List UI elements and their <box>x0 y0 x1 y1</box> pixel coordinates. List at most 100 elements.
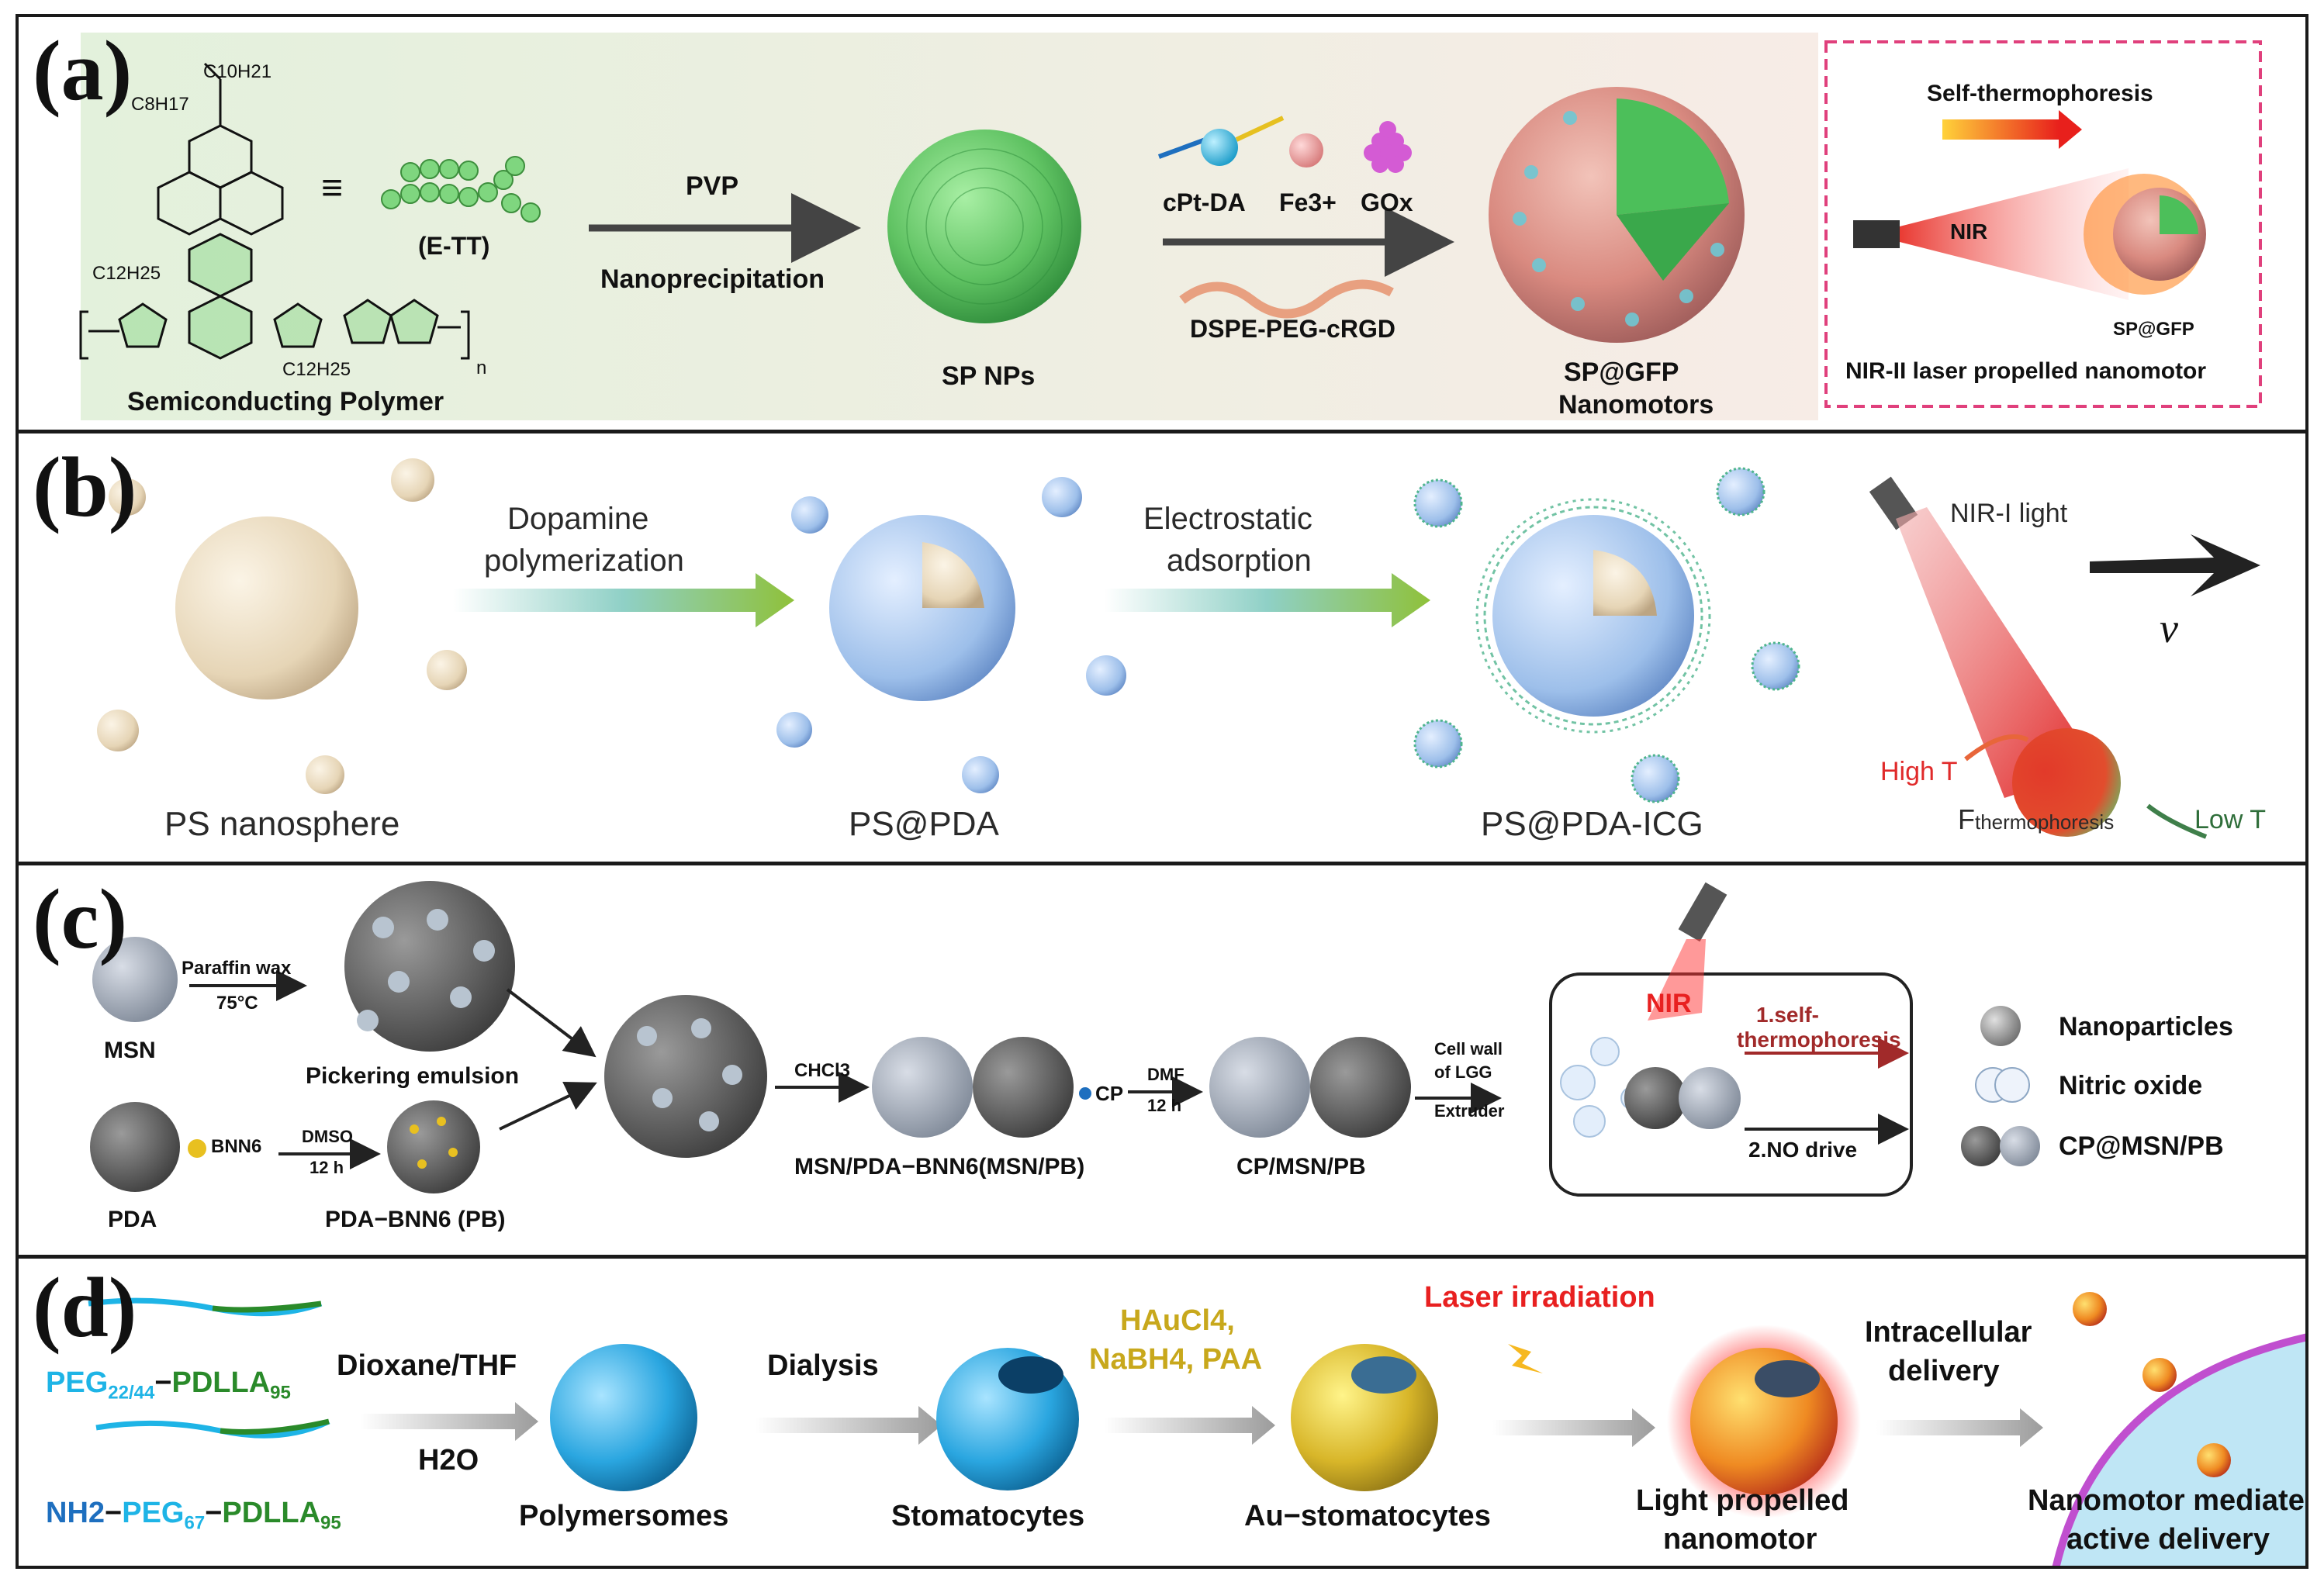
equiv-symbol: ≡ <box>321 168 344 209</box>
spgfp-caption-1: SP@GFP <box>1564 358 1679 387</box>
c-pda-bnn6: PDA−BNN6 (PB) <box>325 1207 506 1232</box>
arrow-dopamine <box>453 573 794 627</box>
c-self-thermo-1: 1.self- <box>1756 1003 1819 1027</box>
d-light-1: Light propelled <box>1636 1484 1849 1517</box>
d-dash1: − <box>154 1366 172 1399</box>
c-cellwall-2: of LGG <box>1434 1062 1492 1082</box>
laser-bolt <box>1508 1344 1543 1373</box>
arrow1-bottom: Nanoprecipitation <box>600 264 825 294</box>
caption-ps-nanosphere: PS nanosphere <box>164 805 400 843</box>
c-cellwall-3: Extruder <box>1434 1101 1505 1121</box>
c-legend-nitric: Nitric oxide <box>2059 1071 2203 1100</box>
polymersome-sphere <box>550 1344 697 1491</box>
high-t-label: High T <box>1880 757 1958 786</box>
inset-spgfp: SP@GFP <box>2113 319 2194 340</box>
reagent-gox: GOx <box>1361 188 1413 216</box>
d-intracellular-2: delivery <box>1888 1355 2000 1387</box>
d-stomatocytes: Stomatocytes <box>891 1500 1085 1532</box>
d-au-stomatocytes: Au−stomatocytes <box>1244 1500 1491 1532</box>
dopamine-line2: polymerization <box>484 544 684 578</box>
substituent-c10: C10H21 <box>203 61 272 82</box>
panel-c-label: (c) <box>33 872 128 966</box>
d-water: H2O <box>418 1444 479 1477</box>
d-dash3: − <box>205 1497 223 1529</box>
reagent-dspe: DSPE-PEG-cRGD <box>1190 315 1395 343</box>
d-peg-formula-1: PEG22/44−PDLLA95 <box>46 1366 291 1404</box>
panel-a: (a) C10H21 C8H17 C12H25 C12H25 n ≡ (E-TT… <box>16 14 2308 433</box>
arrow-electrostatic <box>1105 573 1430 627</box>
substituent-c12-right: C12H25 <box>282 359 351 380</box>
spgfp-caption-2: Nanomotors <box>1558 390 1714 420</box>
cell-membrane <box>2052 1333 2305 1566</box>
c-legend-cp: CP@MSN/PB <box>2059 1131 2224 1161</box>
d-intracellular-1: Intracellular <box>1865 1316 2032 1349</box>
laser-device <box>1853 220 1900 248</box>
cp-msn-pb-left <box>1209 1037 1310 1138</box>
cp-msn-pb-right <box>1310 1037 1411 1138</box>
polymer-structure <box>79 62 470 360</box>
legend-nanoparticle-icon <box>1980 1006 2021 1046</box>
inset-caption: NIR-II laser propelled nanomotor <box>1845 358 2207 384</box>
c-pda: PDA <box>108 1207 157 1232</box>
force-main: F <box>1958 803 1975 835</box>
c-bnn6: BNN6 <box>211 1136 262 1157</box>
panel-b: (b) Dopamine polymerization Electrostati… <box>16 430 2308 865</box>
panel-a-graphics <box>79 33 2262 420</box>
msn-pb-right <box>973 1037 1074 1138</box>
c-cellwall-1: Cell wall <box>1434 1039 1503 1059</box>
velocity-arrow <box>2090 534 2260 596</box>
panel-c-graphics <box>90 881 2040 1197</box>
caption-ps-pda: PS@PDA <box>849 805 999 843</box>
c-msn: MSN <box>104 1038 156 1063</box>
electrostatic-line2: adsorption <box>1167 544 1312 578</box>
inset-title: Self-thermophoresis <box>1927 81 2153 106</box>
d-nh2: NH2 <box>46 1497 105 1529</box>
substituent-c8: C8H17 <box>131 94 189 115</box>
nir-i-light: NIR-I light <box>1950 499 2068 528</box>
c-dmso: DMSO <box>302 1127 353 1146</box>
ett-label: (E-TT) <box>418 232 490 260</box>
ps-nanosphere <box>175 516 358 699</box>
gox-cluster <box>1364 121 1412 173</box>
inset-nir: NIR <box>1950 219 1988 244</box>
d-peg2-sub: 67 <box>184 1512 206 1534</box>
d-dash2: − <box>105 1497 123 1529</box>
d-peg2: PEG <box>122 1497 185 1529</box>
d-peg-sub: 22/44 <box>108 1382 155 1404</box>
c-chcl3: CHCl3 <box>794 1060 851 1081</box>
panel-a-label: (a) <box>33 23 133 118</box>
ett-chain-graphic <box>381 156 541 223</box>
peg-strand-1 <box>88 1297 323 1317</box>
c-cp: CP <box>1095 1082 1124 1105</box>
velocity-label: v <box>2160 605 2178 651</box>
pda-sphere <box>90 1102 180 1192</box>
d-light-2: nanomotor <box>1663 1523 1817 1556</box>
cpt-da-ball <box>1201 129 1238 166</box>
d-gold-reagent-1: HAuCl4, <box>1120 1304 1235 1337</box>
d-pdlla2-sub: 95 <box>320 1512 341 1534</box>
dopamine-line1: Dopamine <box>507 502 649 536</box>
msn-sphere <box>92 937 178 1022</box>
c-cp-msn-pb: CP/MSN/PB <box>1236 1154 1366 1180</box>
c-legend-nanoparticles: Nanoparticles <box>2059 1012 2233 1041</box>
c-self-thermo-2: thermophoresis <box>1737 1028 1901 1052</box>
d-dialysis: Dialysis <box>767 1349 879 1382</box>
reagent-cpt-da: cPt-DA <box>1163 188 1246 216</box>
d-nh2-formula: NH2−PEG67−PDLLA95 <box>46 1497 341 1534</box>
electrostatic-line1: Electrostatic <box>1143 502 1312 536</box>
hot-ball <box>2012 728 2121 837</box>
panel-d: (d) PEG22/44−PDLLA95 NH2−PEG67−PDLLA95 D… <box>16 1256 2308 1569</box>
arrow1-top: PVP <box>686 171 739 201</box>
sp-nps-caption: SP NPs <box>942 361 1036 391</box>
sp-nps-sphere <box>887 130 1081 323</box>
d-gold-reagent-2: NaBH4, PAA <box>1089 1343 1263 1376</box>
pda-bnn6-sphere <box>387 1100 480 1193</box>
c-pickering: Pickering emulsion <box>306 1063 520 1089</box>
panel-d-label: (d) <box>33 1260 137 1355</box>
d-peg: PEG <box>46 1366 109 1399</box>
force-sub: thermophoresis <box>1975 810 2115 834</box>
d-solvent: Dioxane/THF <box>337 1349 517 1382</box>
legend-no-icon <box>1975 1067 2030 1103</box>
d-pdlla2: PDLLA <box>222 1497 321 1529</box>
msn-pb-left <box>872 1037 973 1138</box>
